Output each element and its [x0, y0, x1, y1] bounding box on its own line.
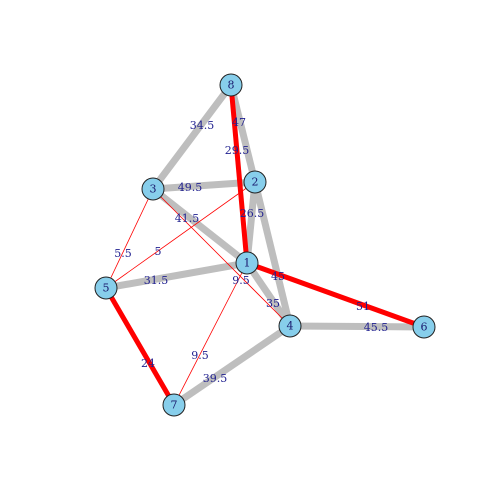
edge-weight-label-5-1: 31.5	[144, 274, 169, 287]
node-label-8: 8	[228, 79, 235, 92]
edge-weight-label-3-5: 5.5	[114, 247, 132, 260]
edge-weight-label-1-4: 35	[266, 297, 280, 310]
edge-3-1	[150, 186, 250, 266]
node-circle-5	[94, 276, 118, 300]
node-circle-7	[162, 393, 186, 417]
node-8: 8	[219, 73, 243, 97]
edge-8-2	[227, 84, 259, 183]
edge-weight-label-4-6: 45.5	[364, 321, 389, 334]
edge-weight-label-5-7: 24	[141, 357, 155, 370]
node-5: 5	[94, 276, 118, 300]
node-3: 3	[141, 177, 165, 201]
edge-weight-label-8-3: 34.5	[190, 119, 215, 132]
edge-weight-label-3-2: 49.5	[178, 181, 203, 194]
edge-weight-label-8-1: 29.5	[225, 144, 250, 157]
node-label-4: 4	[287, 320, 294, 333]
edge-8-1	[228, 84, 250, 264]
edge-weight-label-2-4: 45	[271, 270, 285, 283]
edges-layer	[103, 82, 425, 408]
node-label-6: 6	[421, 321, 428, 334]
edge-2-1	[243, 181, 259, 264]
edge-5-1	[105, 259, 248, 292]
edge-weight-label-8-2: 47	[232, 116, 246, 129]
node-7: 7	[162, 393, 186, 417]
edge-weight-label-1-7: 9.5	[191, 349, 209, 362]
node-label-3: 3	[150, 183, 157, 196]
node-circle-6	[412, 315, 436, 339]
node-circle-8	[219, 73, 243, 97]
edge-2-4	[251, 181, 294, 327]
node-circle-3	[141, 177, 165, 201]
edge-8-3	[150, 82, 234, 192]
node-2: 2	[243, 170, 267, 194]
edge-1-4	[244, 261, 293, 328]
edge-5-7	[103, 286, 177, 407]
edge-3-4	[152, 188, 291, 327]
edge-weight-label-2-1: 26.5	[240, 207, 265, 220]
node-circle-1	[235, 251, 259, 275]
node-6: 6	[412, 315, 436, 339]
node-circle-4	[278, 314, 302, 338]
node-label-1: 1	[244, 257, 251, 270]
edge-4-6	[289, 322, 425, 331]
node-4: 4	[278, 314, 302, 338]
edge-weight-label-3-4: 9.5	[232, 274, 250, 287]
edge-weight-label-4-7: 39.5	[203, 372, 228, 385]
node-label-5: 5	[103, 282, 110, 295]
node-label-7: 7	[171, 399, 178, 412]
edge-2-5	[105, 181, 256, 289]
edge-weight-label-1-6: 51	[356, 300, 370, 313]
edge-weight-label-2-5: 5	[155, 245, 162, 258]
edge-3-5	[105, 188, 154, 289]
edge-4-7	[172, 323, 292, 408]
edge-1-6	[246, 260, 425, 330]
node-label-2: 2	[252, 176, 259, 189]
edge-weight-label-3-1: 41.5	[175, 212, 200, 225]
node-1: 1	[235, 251, 259, 275]
edge-1-7	[173, 262, 248, 406]
node-circle-2	[243, 170, 267, 194]
